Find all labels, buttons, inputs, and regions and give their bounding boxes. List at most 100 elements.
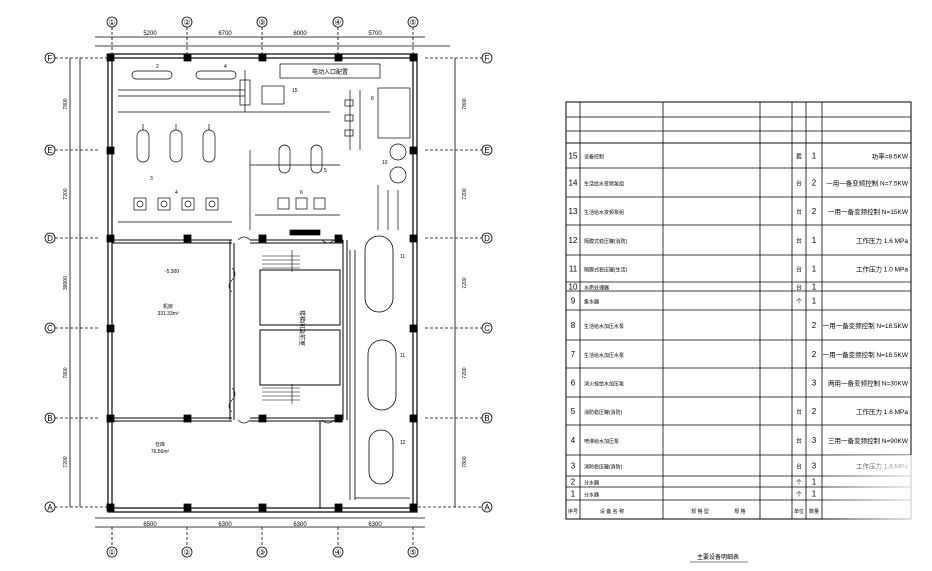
grid-row-E-left: E <box>47 146 52 155</box>
left-dim-1: 7800 <box>63 98 69 109</box>
callout-10: 10 <box>382 160 388 166</box>
row-number: 8 <box>571 321 576 330</box>
grid-col-1-bottom: ① <box>108 548 115 557</box>
row-number: 4 <box>571 436 576 445</box>
top-dimensions: 5200 6700 6000 5700 <box>95 31 450 47</box>
row-number: 10 <box>569 283 578 292</box>
table-header-cell: 单位 <box>794 508 804 515</box>
row-spec: 三用一备变频控制 N=90KW <box>828 436 909 445</box>
grid-row-F-right: F <box>485 54 490 63</box>
row-quantity: 2 <box>812 350 817 359</box>
row-unit: 台 <box>796 266 802 274</box>
grid-row-B-left: B <box>47 414 52 423</box>
left-total: 38000 <box>63 276 69 290</box>
row-quantity: 1 <box>812 236 817 245</box>
row-quantity: 3 <box>812 379 817 388</box>
row-equipment-name: 生活给水变频泵组 <box>584 181 624 188</box>
top-dim-3: 6000 <box>293 31 307 37</box>
callout-3: 3 <box>150 176 153 182</box>
callouts: 2 4 15 8 3 5 6 10 4 11 11 12 <box>150 64 406 446</box>
row-equipment-name: 消防稳压罐(消防) <box>584 464 623 471</box>
row-spec: 一用一备变频控制 N=18.5KW <box>823 321 909 330</box>
table-header-cell: 设 备 名 称 <box>600 508 624 515</box>
row-unit: 套 <box>796 153 802 161</box>
room1-area: 331.33m² <box>157 311 178 317</box>
row-unit: 个 <box>796 299 802 306</box>
row-quantity: 1 <box>812 265 817 274</box>
row-quantity: 1 <box>812 490 817 499</box>
room2-name: 仓库 <box>155 441 165 448</box>
callout-4: 4 <box>175 190 178 196</box>
row-unit: 台 <box>796 437 802 445</box>
row-equipment-name: 集水器 <box>584 299 599 306</box>
grid-col-2-top: ② <box>183 18 190 27</box>
grid-markers-bottom: ① ② ③ ④ ⑤ <box>106 527 419 558</box>
row-quantity: 2 <box>812 407 817 416</box>
right-dim-3: 7200 <box>462 277 468 288</box>
callout-11b: 11 <box>400 353 405 359</box>
floor-plan: ① ② ③ ④ ⑤ 5200 6700 6000 5700 F E D <box>44 16 493 558</box>
interior-walls <box>112 239 348 508</box>
pumps-4 <box>118 197 232 223</box>
grid-col-3-bottom: ③ <box>258 548 265 557</box>
row-spec: 一用一备变频控制 N=15KW <box>828 207 909 216</box>
callout-4-top: 4 <box>224 64 227 70</box>
left-dimensions: 7800 7200 38000 7800 7200 <box>63 58 81 507</box>
grid-col-5-top: ⑤ <box>409 18 416 27</box>
pressure-vessels-3 <box>136 124 216 163</box>
grid-row-D-right: D <box>484 234 490 243</box>
watermark-fade <box>820 455 932 525</box>
left-dim-2: 7200 <box>63 188 69 199</box>
callout-12: 12 <box>400 440 406 446</box>
top-dim-1: 5200 <box>143 31 157 37</box>
grid-row-E-right: E <box>484 146 489 155</box>
grid-row-A-left: A <box>47 503 53 512</box>
row-equipment-name: 隔膜式稳压罐(生活) <box>584 267 628 274</box>
row-number: 2 <box>571 478 576 487</box>
power-label-box <box>279 63 381 79</box>
row-equipment-name: 分水器 <box>584 480 599 487</box>
row-equipment-name: 生活给水变频泵组 <box>584 209 624 216</box>
row-equipment-name: 喷淋给水加压泵 <box>584 438 619 445</box>
row-unit: 台 <box>796 408 802 416</box>
row-equipment-name: 水质处理器 <box>584 285 609 292</box>
row-quantity: 2 <box>812 207 817 216</box>
pressure-vessels-5 <box>249 144 340 230</box>
row-spec: 一用一备变频控制 N=7.5KW <box>826 179 909 188</box>
row-quantity: 1 <box>812 478 817 487</box>
row-quantity: 2 <box>812 321 817 330</box>
left-dim-3: 7800 <box>63 367 69 378</box>
row-number: 3 <box>571 462 576 471</box>
row-number: 6 <box>571 379 576 388</box>
row-quantity: 1 <box>812 297 817 306</box>
row-equipment-name: 生活给水加压水泵 <box>584 323 624 330</box>
grid-col-4-top: ④ <box>334 18 341 27</box>
bottom-dim-3: 6300 <box>293 522 307 528</box>
right-dim-2: 7200 <box>462 188 468 199</box>
table-header-cell: 数量 <box>809 508 819 515</box>
grid-row-F-left: F <box>48 54 53 63</box>
grid-col-4-bottom: ④ <box>334 548 341 557</box>
table-header-cell: 规 格 型 <box>691 508 709 515</box>
row-unit: 台 <box>796 237 802 245</box>
grid-row-A-right: A <box>484 503 490 512</box>
row-unit: 个 <box>796 492 802 499</box>
row-equipment-name: 设备控制 <box>584 154 604 161</box>
right-dimensions: 7800 7200 7200 7200 7800 <box>454 58 468 507</box>
right-dim-5: 7800 <box>462 456 468 467</box>
pumps-6 <box>255 197 340 236</box>
table-title: 主要设备明细表 <box>697 553 739 561</box>
distributors <box>118 70 330 113</box>
table-header-cell: 规 格 <box>734 508 745 515</box>
row-number: 7 <box>571 350 576 359</box>
row-spec: 工作压力 1.6 MPa <box>856 407 908 416</box>
row-quantity: 3 <box>812 462 817 471</box>
row-unit: 台 <box>796 463 802 471</box>
grid-row-C-left: C <box>47 324 53 333</box>
row-unit: 台 <box>796 284 802 292</box>
left-dim-4: 7200 <box>63 456 69 467</box>
bottom-dim-1: 6500 <box>143 522 157 528</box>
callout-5: 5 <box>324 168 327 174</box>
